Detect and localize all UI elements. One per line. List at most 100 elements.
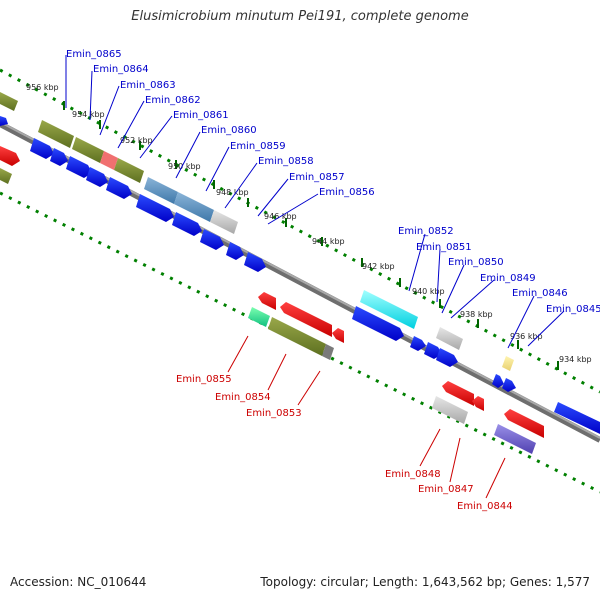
leader-line bbox=[227, 335, 249, 373]
leader-line bbox=[267, 353, 287, 391]
gene-arrow bbox=[200, 229, 224, 250]
gene-label: Emin_0854 bbox=[215, 392, 271, 403]
gene-label: Emin_0845 bbox=[546, 304, 600, 315]
leader-line bbox=[485, 457, 506, 499]
gene-arrow bbox=[30, 138, 54, 159]
gene-arrow bbox=[280, 302, 332, 337]
gene-label: Emin_0849 bbox=[480, 273, 536, 284]
leader-line bbox=[139, 115, 173, 159]
gene-arrow bbox=[0, 146, 20, 166]
gene-bar bbox=[436, 327, 463, 350]
leader-line bbox=[449, 437, 461, 483]
gene-arrow bbox=[332, 328, 344, 343]
leader-line bbox=[408, 233, 426, 292]
gene-arrow bbox=[244, 252, 266, 272]
gene-label: Emin_0858 bbox=[258, 156, 314, 167]
scale-label: 948 kbp bbox=[216, 188, 249, 197]
gene-label: Emin_0847 bbox=[418, 484, 474, 495]
gene-arrow bbox=[258, 292, 276, 310]
scale-label: 952 kbp bbox=[120, 136, 153, 145]
forward-label-leaders bbox=[65, 55, 565, 349]
scale-label: 934 kbp bbox=[559, 355, 592, 364]
forward-gene-labels: Emin_0865 Emin_0864 Emin_0863 Emin_0862 … bbox=[66, 49, 600, 315]
leader-line bbox=[507, 295, 535, 349]
reverse-label-leaders bbox=[227, 335, 506, 499]
gene-arrow bbox=[436, 348, 458, 367]
leader-line bbox=[527, 310, 565, 347]
genome-info-text: Topology: circular; Length: 1,643,562 bp… bbox=[260, 575, 590, 589]
gene-bar bbox=[0, 92, 18, 111]
reverse-gene-labels: Emin_0855 Emin_0854 Emin_0853 Emin_0848 … bbox=[176, 374, 513, 512]
gene-label: Emin_0852 bbox=[398, 226, 454, 237]
scale-label: 938 kbp bbox=[460, 310, 493, 319]
scale-label: 940 kbp bbox=[412, 287, 445, 296]
edge-features-left bbox=[0, 92, 20, 184]
gene-arrow bbox=[410, 336, 426, 351]
gene-arrow bbox=[554, 402, 600, 434]
gene-label: Emin_0862 bbox=[145, 95, 201, 106]
gene-label: Emin_0864 bbox=[93, 64, 149, 75]
inner-scale-ring bbox=[0, 191, 600, 494]
gene-arrow bbox=[50, 148, 68, 166]
gene-label: Emin_0863 bbox=[120, 80, 176, 91]
outer-scale-ring bbox=[0, 68, 600, 394]
reverse-gene-arrows bbox=[258, 292, 544, 438]
forward-cog-bars bbox=[38, 120, 514, 371]
gene-label: Emin_0856 bbox=[319, 187, 375, 198]
leader-line bbox=[175, 131, 201, 179]
scale-ticks bbox=[63, 101, 559, 370]
gene-arrow bbox=[226, 242, 244, 260]
leader-line bbox=[419, 428, 441, 467]
gene-arrow bbox=[352, 306, 404, 341]
gene-arrow bbox=[172, 212, 202, 236]
scale-label: 936 kbp bbox=[510, 332, 543, 341]
gene-bar bbox=[114, 158, 144, 183]
gene-arrow bbox=[136, 194, 174, 222]
accession-text: Accession: NC_010644 bbox=[10, 575, 147, 589]
gene-label: Emin_0861 bbox=[173, 110, 229, 121]
gene-bar bbox=[144, 177, 178, 204]
gene-arrow bbox=[472, 396, 484, 411]
leader-line bbox=[436, 248, 441, 303]
scale-label: 954 kbp bbox=[72, 110, 105, 119]
leader-line bbox=[297, 370, 321, 406]
leader-line bbox=[441, 264, 465, 314]
gene-bar bbox=[38, 120, 74, 148]
gene-bar bbox=[0, 168, 12, 184]
gene-label: Emin_0855 bbox=[176, 374, 232, 385]
leader-line bbox=[267, 193, 319, 225]
leader-line bbox=[450, 279, 495, 319]
gene-bar bbox=[100, 151, 118, 170]
gene-bar bbox=[322, 344, 334, 360]
map-title: Elusimicrobium minutum Pei191, complete … bbox=[131, 9, 469, 24]
reverse-cog-bars bbox=[248, 307, 536, 454]
gene-arrow bbox=[504, 409, 544, 438]
gene-arrow bbox=[0, 116, 8, 126]
leader-line bbox=[224, 162, 258, 209]
gene-arrow bbox=[502, 378, 516, 392]
gene-arrow bbox=[442, 381, 474, 406]
gene-label: Emin_0865 bbox=[66, 49, 122, 60]
gene-bar bbox=[432, 396, 468, 424]
gene-label: Emin_0859 bbox=[230, 141, 286, 152]
gene-label: Emin_0853 bbox=[246, 408, 302, 419]
scale-label: 944 kbp bbox=[312, 237, 345, 246]
leader-line bbox=[89, 70, 93, 121]
gene-arrow bbox=[86, 167, 108, 187]
gene-bar bbox=[494, 424, 536, 454]
gene-bar bbox=[248, 307, 270, 327]
gene-arrow bbox=[424, 342, 442, 359]
gene-arrow bbox=[492, 374, 504, 388]
gene-arrow bbox=[106, 177, 132, 199]
leader-line bbox=[117, 100, 145, 149]
gene-label: Emin_0850 bbox=[448, 257, 504, 268]
gene-label: Emin_0860 bbox=[201, 125, 257, 136]
gene-bar bbox=[174, 192, 214, 222]
leader-line bbox=[257, 178, 289, 217]
gene-bar bbox=[268, 317, 326, 356]
forward-gene-arrows bbox=[30, 138, 600, 434]
scale-label: 956 kbp bbox=[26, 83, 59, 92]
scale-label: 950 kbp bbox=[168, 162, 201, 171]
gene-bar bbox=[72, 137, 104, 163]
